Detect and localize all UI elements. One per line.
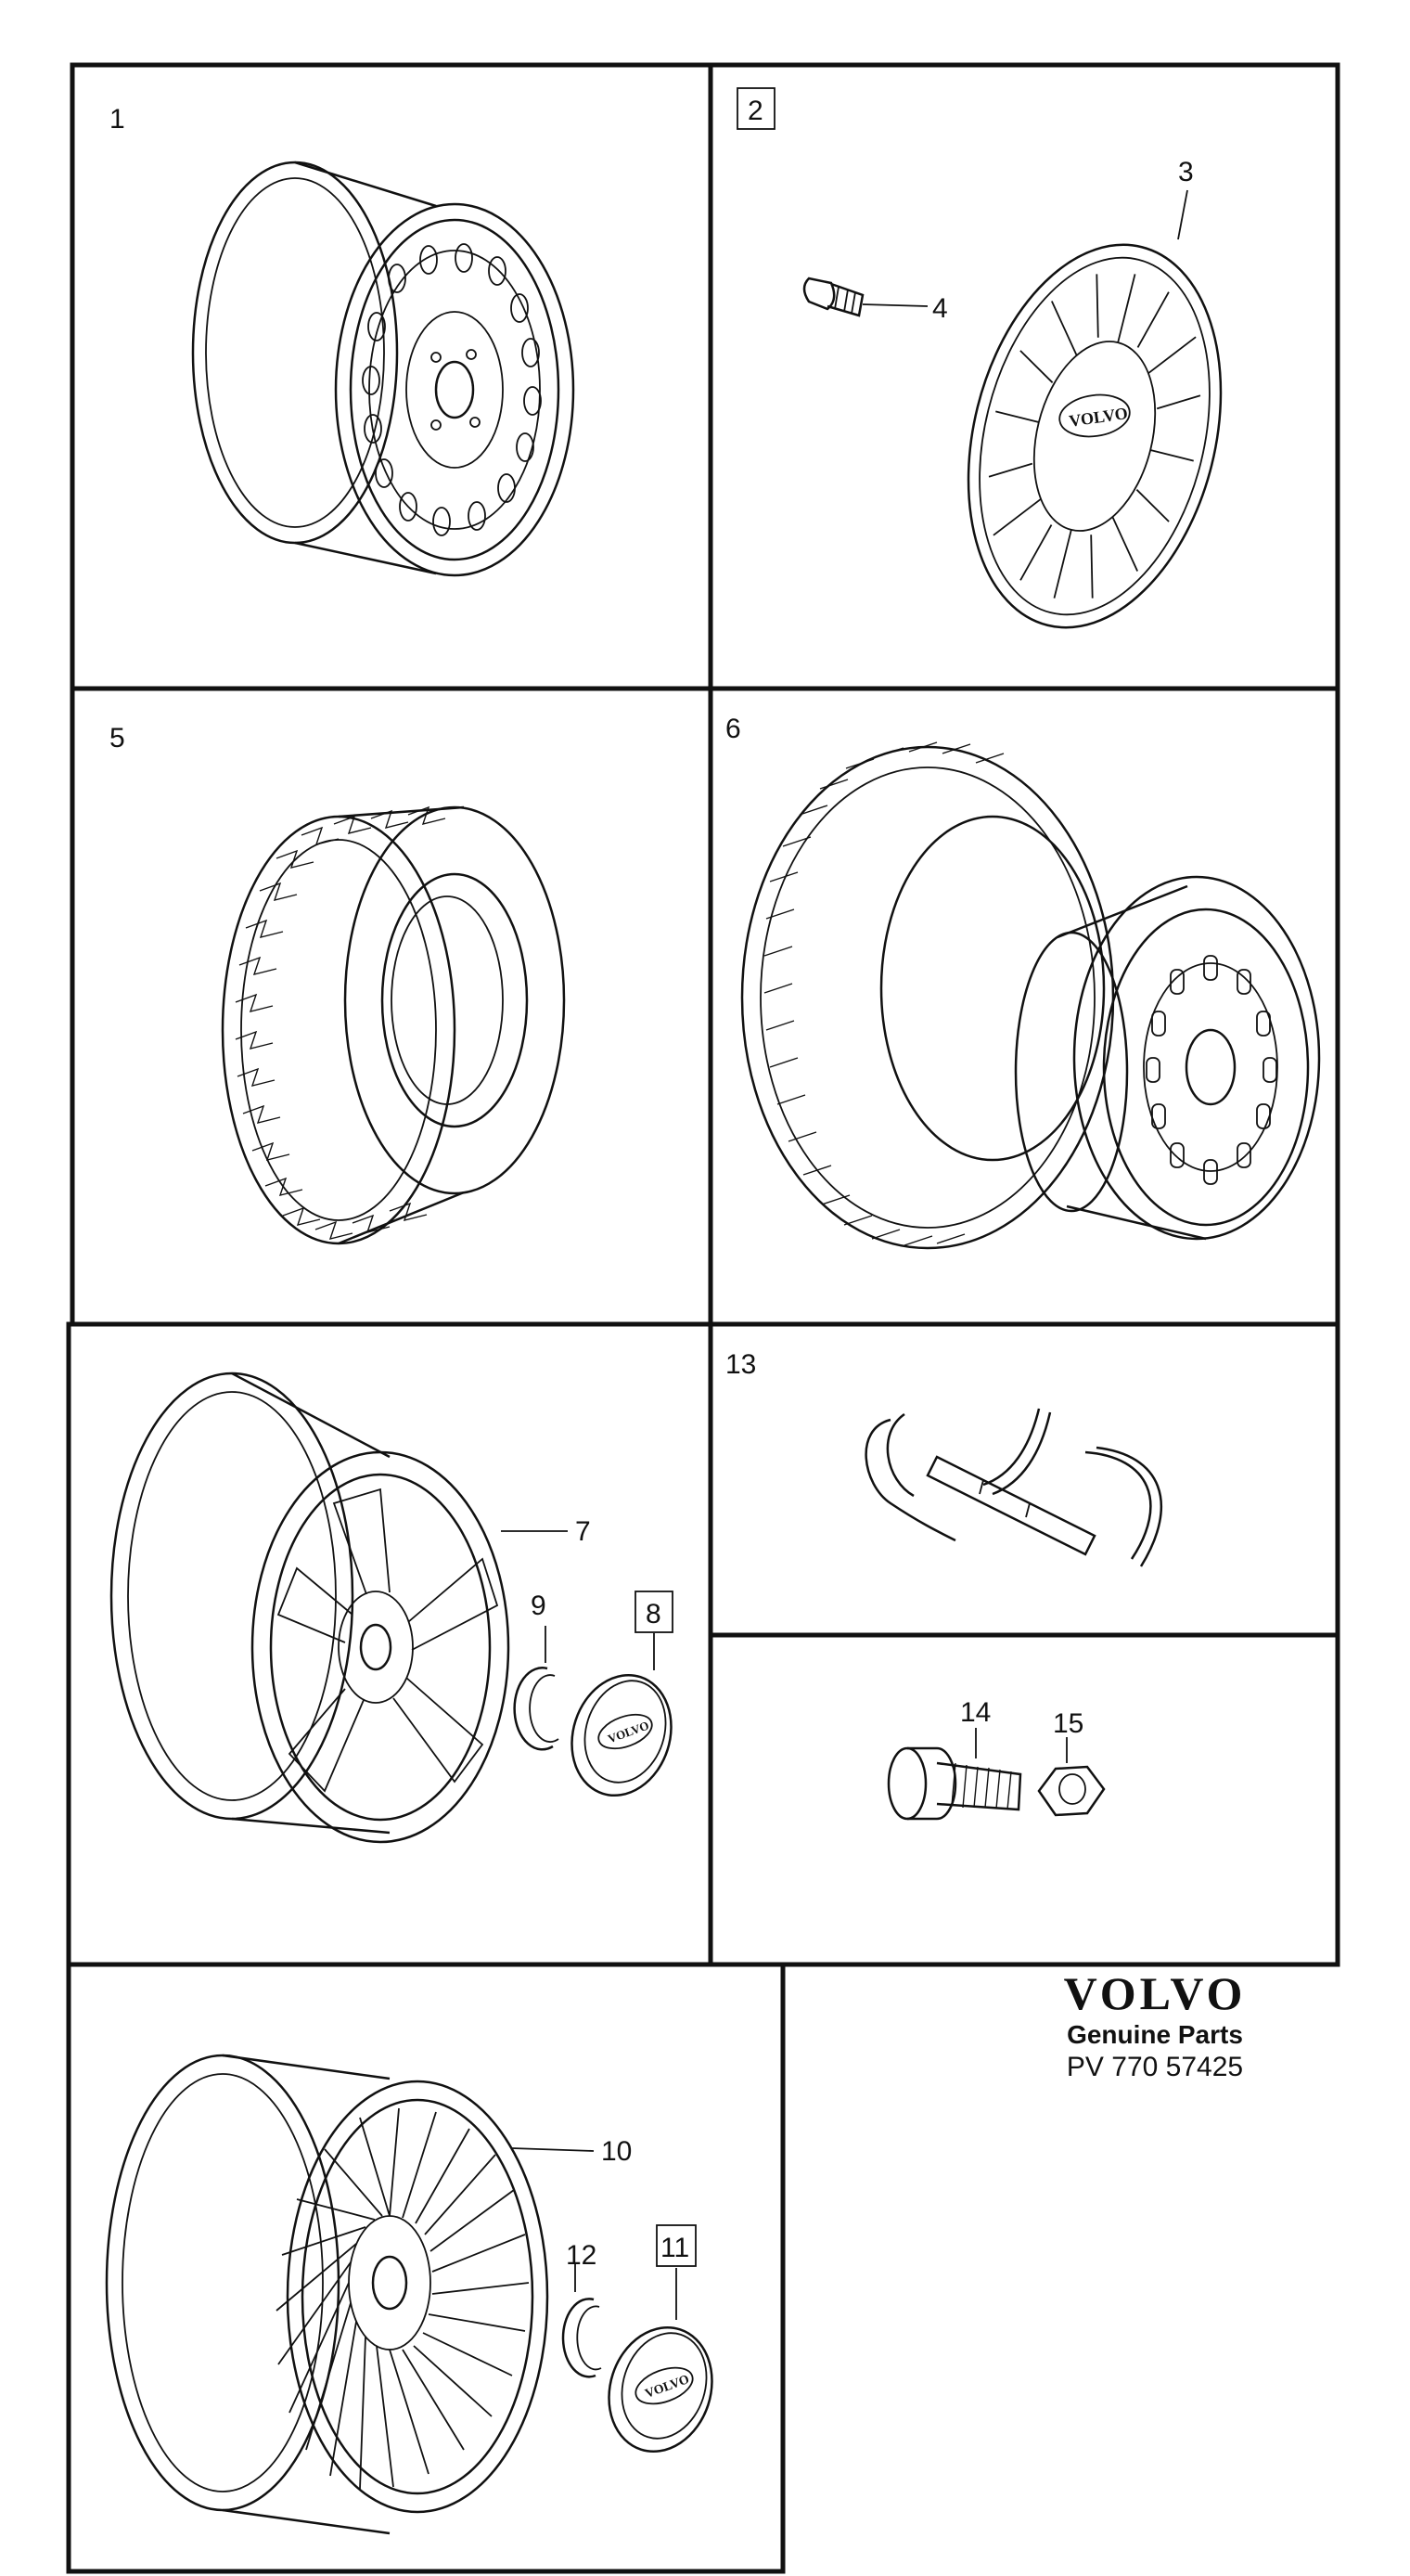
callout-12: 12 [566, 2240, 596, 2271]
panel-label-6: 6 [725, 714, 741, 744]
callout-11: 11 [660, 2233, 689, 2263]
tire-drawing [221, 805, 566, 1245]
panel-bolt-nut: 14 15 [887, 1697, 1106, 1821]
panel-alloy-wheel-10: 10 12 VOLVO 11 [105, 2054, 713, 2535]
panel-label-5: 5 [109, 723, 125, 753]
panel-alloy-wheel-7: 7 9 VOLVO 8 [109, 1372, 673, 1844]
bracket-13-drawing [865, 1408, 1163, 1567]
hubcap-3-logo: VOLVO [1068, 404, 1129, 431]
leader-10 [511, 2147, 595, 2152]
leader-3 [1177, 189, 1188, 240]
callout-14: 14 [960, 1697, 991, 1728]
part-number: PV 770 57425 [1066, 2052, 1244, 2082]
tire-wheel-drawing [740, 741, 1321, 1250]
callout-7: 7 [575, 1516, 591, 1547]
callout-15: 15 [1053, 1708, 1083, 1739]
panel-label-1: 1 [109, 104, 125, 135]
callout-4: 4 [932, 293, 948, 324]
panel-hubcap: 2 4 [737, 87, 1223, 629]
hubcap-8-drawing: VOLVO [570, 1673, 673, 1797]
circlip-9-drawing [513, 1667, 559, 1751]
panel-steel-wheel: 1 [109, 104, 575, 577]
steel-wheel-drawing [191, 161, 575, 577]
callout-10: 10 [601, 2136, 632, 2167]
panel-tire-and-wheel: 6 [725, 714, 1321, 1250]
alloy-wheel-10-drawing [105, 2054, 549, 2535]
callout-9: 9 [531, 1591, 546, 1621]
panel-frames [66, 62, 1340, 2574]
callout-3: 3 [1178, 157, 1194, 187]
hubcap-11-logo: VOLVO [644, 2373, 692, 2402]
hubcap-8-logo: VOLVO [606, 1718, 650, 1745]
panel-bracket: 13 [725, 1349, 1163, 1567]
nut-15-drawing [1037, 1765, 1106, 1817]
hubcap-11-drawing: VOLVO [608, 2325, 713, 2454]
bolt-14-drawing [887, 1746, 1022, 1821]
genuine-parts-label: Genuine Parts [1067, 2020, 1243, 2049]
panel-tire: 5 [109, 723, 566, 1245]
alloy-wheel-7-drawing [109, 1372, 510, 1844]
hubcap-3-drawing: VOLVO [967, 243, 1223, 629]
panel-label-2: 2 [748, 96, 763, 126]
volvo-logo: VOLVO [1063, 1967, 1247, 2019]
brand-block: VOLVO Genuine Parts PV 770 57425 [1002, 1967, 1308, 2084]
callout-8: 8 [646, 1599, 661, 1629]
circlip-12-drawing [561, 2298, 602, 2378]
panel-label-13: 13 [725, 1349, 756, 1380]
valve-drawing [802, 277, 929, 317]
